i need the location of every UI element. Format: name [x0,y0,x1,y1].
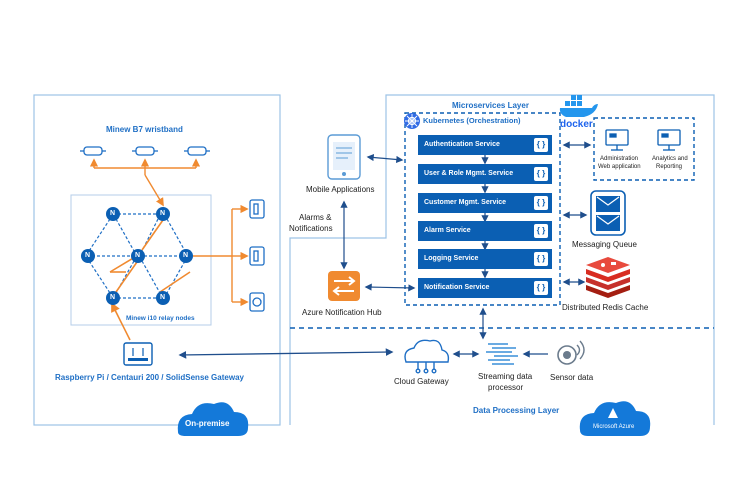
gateway-device-icon [123,342,153,366]
service-authentication[interactable]: Authentication Service { } [418,135,552,155]
analytics-label-line2: Reporting [656,164,683,170]
notification-hub-icon [328,271,360,301]
wristband-icon [80,146,210,156]
sensor-links [193,204,249,307]
notification-hub-label: Azure Notification Hub [302,308,382,317]
service-label: User & Role Mgmt. Service [424,170,514,177]
azure-cloud-icon [579,401,651,436]
data-processing-title: Data Processing Layer [473,406,560,415]
relay-node-group [81,207,193,305]
on-premise-frame [33,94,281,426]
code-braces-icon: { } [534,196,548,210]
gateway-label: Raspberry Pi / Centauri 200 / SolidSense… [55,373,244,382]
messaging-queue-label: Messaging Queue [572,240,637,249]
redis-cache-icon [586,257,630,298]
code-braces-icon: { } [534,167,548,181]
messaging-queue-icon [590,190,626,236]
admin-label-line2: Web application [598,164,641,170]
node-label: N [110,210,116,217]
service-label: Customer Mgmt. Service [424,199,507,206]
on-premise-cloud-icon [177,402,249,436]
analytics-monitor-icon [657,129,681,151]
sensor-data-label: Sensor data [550,373,594,382]
streaming-label-line2: processor [488,383,524,392]
web-apps-box [593,117,695,181]
service-logging[interactable]: Logging Service { } [418,249,552,269]
node-label: N [160,210,166,217]
mobile-apps-label: Mobile Applications [306,185,375,194]
relay-nodes-label: Minew i10 relay nodes [126,315,195,322]
node-label: N [160,294,166,301]
kubernetes-box [404,112,561,306]
service-notification[interactable]: Notification Service { } [418,278,552,298]
microservices-title: Microservices Layer [452,101,529,110]
cloud-gateway-label: Cloud Gateway [394,377,449,386]
kubernetes-logo-icon [404,113,420,129]
service-label: Authentication Service [424,141,500,148]
service-user-role[interactable]: User & Role Mgmt. Service { } [418,164,552,184]
streaming-processor-icon [486,343,518,365]
gateway-to-cloud-arrow [178,348,394,359]
azure-logo-icon [608,408,618,418]
service-label: Logging Service [424,255,479,262]
sensor-data-icon [557,340,585,365]
wristband-title: Minew B7 wristband [106,125,183,134]
node-label: N [85,252,91,259]
admin-monitor-icon [605,129,629,151]
service-label: Notification Service [424,284,490,291]
code-braces-icon: { } [534,281,548,295]
wristband-links [89,158,201,207]
code-braces-icon: { } [534,224,548,238]
cloud-frame [289,94,715,425]
cloud-gateway-icon [404,339,450,374]
relay-nodes-box [70,194,212,326]
mobile-device-icon [327,134,361,180]
service-customer[interactable]: Customer Mgmt. Service { } [418,193,552,213]
kubernetes-title: Kubernetes (Orchestration) [423,116,521,125]
redis-cache-label: Distributed Redis Cache [562,303,649,312]
mobile-k8s-arrow [366,153,404,164]
door-sensor-icon [249,199,265,312]
service-alarm[interactable]: Alarm Service { } [418,221,552,241]
node-label: N [110,294,116,301]
on-premise-label: On-premise [185,419,230,428]
admin-label-line1: Administration [600,156,639,162]
code-braces-icon: { } [534,252,548,266]
docker-logo-icon [559,95,598,117]
docker-label: docker [560,119,593,130]
hub-notification-arrow [364,283,416,292]
streaming-label-line1: Streaming data [478,372,533,381]
alarms-label-line2: Notifications [289,224,333,233]
analytics-label-line1: Analytics and [652,156,688,162]
code-braces-icon: { } [534,138,548,152]
service-label: Alarm Service [424,227,471,234]
node-label: N [135,252,141,259]
alarms-label-line1: Alarms & [299,213,332,222]
node-label: N [183,252,189,259]
azure-label: Microsoft Azure [593,424,635,430]
